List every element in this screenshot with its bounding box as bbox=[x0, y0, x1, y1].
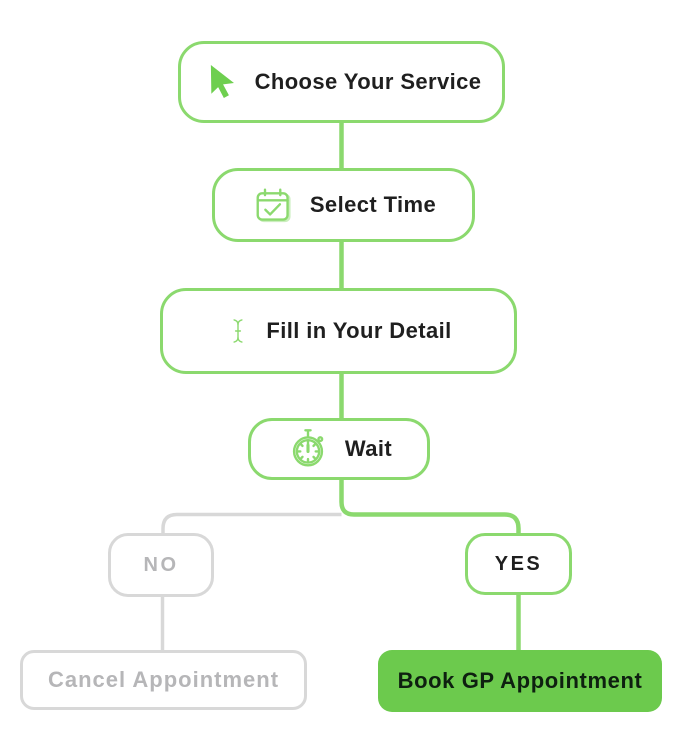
node-label: Choose Your Service bbox=[254, 69, 482, 94]
node-decision-yes: YES bbox=[465, 533, 572, 595]
node-book-gp-appointment: Book GP Appointment bbox=[378, 650, 662, 712]
connector-wait-to-yes bbox=[339, 479, 521, 534]
node-label: YES bbox=[494, 552, 543, 575]
node-select-time: Select Time bbox=[212, 168, 475, 242]
node-fill-in-your-detail: Fill in Your Detail bbox=[160, 288, 517, 374]
cursor-arrow-icon bbox=[202, 62, 240, 102]
node-cancel-appointment: Cancel Appointment bbox=[20, 650, 307, 710]
node-label: Wait bbox=[344, 436, 393, 461]
stopwatch-icon bbox=[286, 426, 330, 472]
node-label: Select Time bbox=[309, 192, 437, 217]
connector-wait-to-no bbox=[161, 512, 342, 534]
node-decision-no: NO bbox=[108, 533, 214, 597]
node-choose-your-service: Choose Your Service bbox=[178, 41, 505, 123]
node-label: Cancel Appointment bbox=[47, 667, 280, 692]
node-wait: Wait bbox=[248, 418, 430, 480]
text-cursor-icon bbox=[225, 303, 251, 359]
node-label: Fill in Your Detail bbox=[266, 318, 452, 343]
calendar-check-icon bbox=[251, 185, 295, 225]
node-label: Book GP Appointment bbox=[397, 668, 643, 693]
node-label: NO bbox=[143, 553, 179, 576]
